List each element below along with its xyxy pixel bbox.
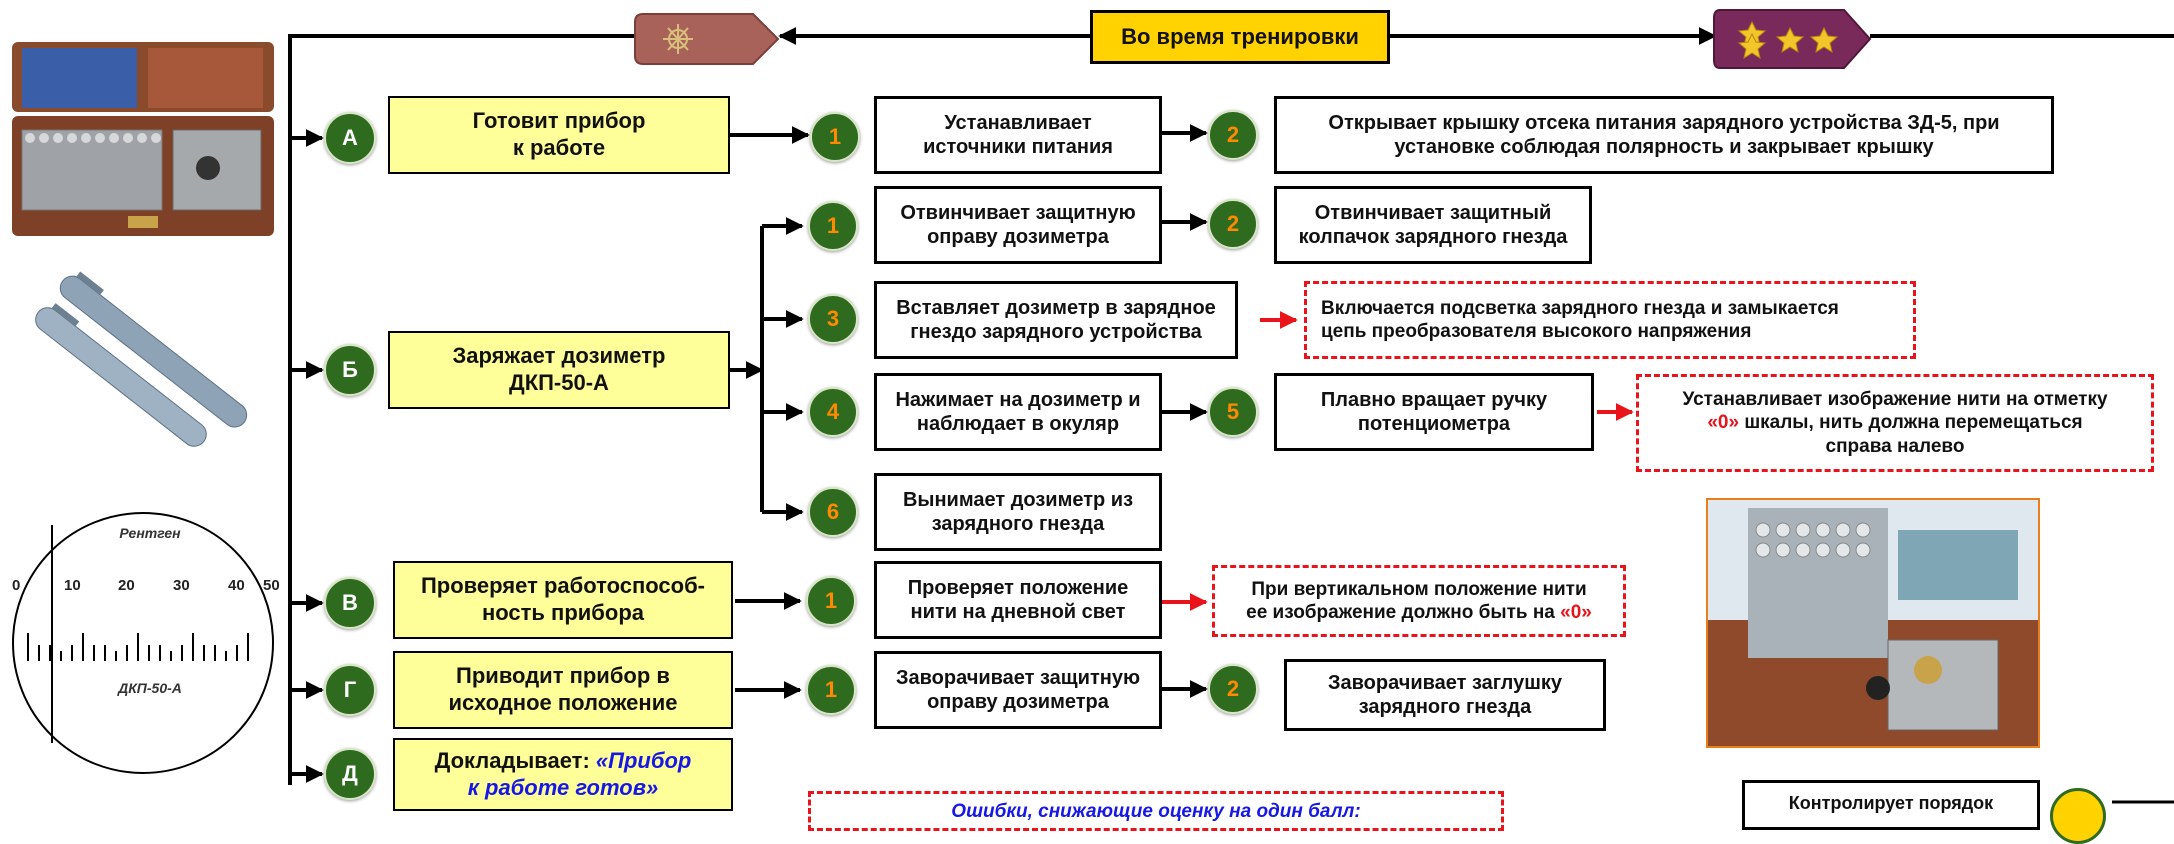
- step-charge: Заряжает дозиметр ДКП-50-А: [388, 331, 730, 409]
- dosimeter-kit-photo: [8, 38, 278, 243]
- scale-tick-label: 40: [228, 577, 245, 594]
- action-number: 1: [810, 112, 860, 162]
- result-b3: Включается подсветка зарядного гнезда и …: [1304, 281, 1916, 359]
- action-number: 6: [808, 487, 858, 537]
- action-number: 4: [808, 387, 858, 437]
- report-quote: «Прибор к работе готов»: [467, 747, 692, 800]
- action-number: 1: [806, 576, 856, 626]
- zero-mark: «0»: [1560, 602, 1592, 623]
- scale-tick-label: 50: [263, 577, 280, 594]
- action-b3: Вставляет дозиметр в зарядное гнездо зар…: [874, 281, 1238, 359]
- result-b5-text: Устанавливает изображение нити на отметк…: [1682, 389, 2108, 411]
- action-number: 2: [1208, 199, 1258, 249]
- step-letter-d: Д: [324, 748, 376, 800]
- action-c1: Проверяет положение нити на дневной свет: [874, 561, 1162, 639]
- header-title: Во время тренировки: [1090, 10, 1390, 64]
- errors-title: Ошибки, снижающие оценку на один балл:: [951, 801, 1361, 822]
- scale-model-label: ДКП-50-А: [118, 680, 182, 696]
- action-b6: Вынимает дозиметр из зарядного гнезда: [874, 473, 1162, 551]
- errors-box: Ошибки, снижающие оценку на один балл:: [808, 791, 1504, 831]
- action-number: 2: [1208, 110, 1258, 160]
- result-c1-text: При вертикальном положение нити ее изобр…: [1246, 578, 1587, 623]
- action-b2: Отвинчивает защитный колпачок зарядного …: [1274, 186, 1592, 264]
- scale-tick-label: 20: [118, 577, 135, 594]
- step-letter-g: Г: [324, 664, 376, 716]
- scale-tick-labels: 0 10 20 30 40 50: [12, 577, 280, 597]
- step-prepare: Готовит прибор к работе: [388, 96, 730, 174]
- report-prefix: Докладывает:: [434, 747, 596, 773]
- step-letter-b: Б: [324, 344, 376, 396]
- action-number: 5: [1208, 387, 1258, 437]
- scale-tick-label: 0: [12, 577, 21, 594]
- scale-title: Рентген: [119, 525, 181, 541]
- step-letter-a: А: [324, 112, 376, 164]
- action-a2: Открывает крышку отсека питания зарядног…: [1274, 96, 2054, 174]
- action-a1: Устанавливает источники питания: [874, 96, 1162, 174]
- result-c1: При вертикальном положение нити ее изобр…: [1212, 565, 1626, 637]
- action-number: 2: [1208, 664, 1258, 714]
- zero-mark: «0»: [1707, 412, 1740, 434]
- scale-tick-label: 30: [173, 577, 190, 594]
- step-check: Проверяет работоспособ- ность прибора: [393, 561, 733, 639]
- step-report: Докладывает: «Прибор к работе готов»: [393, 738, 733, 811]
- action-b1: Отвинчивает защитную оправу дозиметра: [874, 186, 1162, 264]
- officer-shoulder-board: [1712, 4, 1874, 74]
- flow-connectors: [288, 27, 2174, 804]
- action-b5: Плавно вращает ручку потенциометра: [1274, 373, 1594, 451]
- dosimeter-pens-photo: [8, 258, 278, 473]
- result-b5-text-end: шкалы, нить должна перемещаться справа н…: [1744, 412, 2083, 457]
- action-d1: Заворачивает защитную оправу дозиметра: [874, 651, 1162, 729]
- action-b4: Нажимает на дозиметр и наблюдает в окуля…: [874, 373, 1162, 451]
- control-box: Контролирует порядок: [1742, 780, 2040, 830]
- dosimeter-scale: [8, 483, 278, 803]
- scale-tick-label: 10: [64, 577, 81, 594]
- action-d2: Заворачивает заглушку зарядного гнезда: [1284, 659, 1606, 731]
- control-indicator-icon: [2050, 788, 2106, 844]
- soldier-shoulder-board: [633, 8, 783, 70]
- charger-open-photo: [1706, 498, 2040, 748]
- action-number: 3: [808, 294, 858, 344]
- step-letter-v: В: [324, 577, 376, 629]
- action-number: 1: [806, 665, 856, 715]
- action-number: 1: [808, 201, 858, 251]
- step-reset: Приводит прибор в исходное положение: [393, 651, 733, 729]
- result-b5: Устанавливает изображение нити на отметк…: [1636, 374, 2154, 472]
